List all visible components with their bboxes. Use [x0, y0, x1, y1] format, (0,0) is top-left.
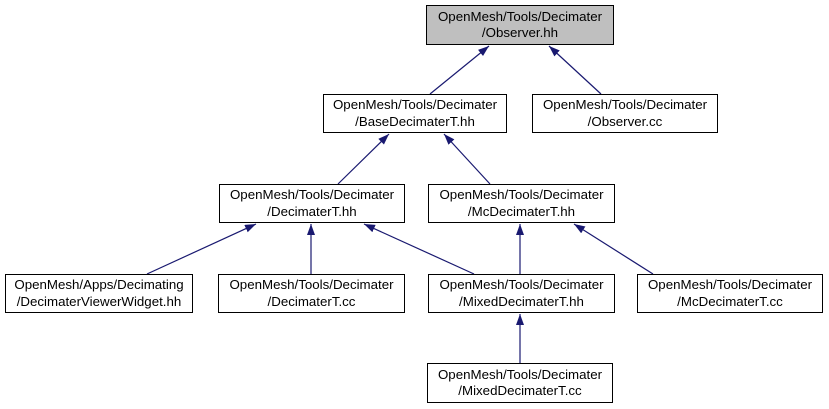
node-label-line2: /McDecimaterT.cc — [677, 293, 783, 309]
node-label-line2: /Observer.hh — [481, 25, 559, 40]
node-mcdecimatert-cc[interactable]: OpenMesh/Tools/Decimater /McDecimaterT.c… — [637, 274, 823, 313]
node-observer-hh[interactable]: OpenMesh/Tools/Decimater /Observer.hh — [426, 5, 614, 45]
node-label-line2: /McDecimaterT.hh — [467, 203, 576, 219]
node-label-line2: /MixedDecimaterT.hh — [459, 293, 584, 309]
node-label-line1: OpenMesh/Tools/Decimater — [439, 187, 604, 202]
node-mixeddecimatert-cc[interactable]: OpenMesh/Tools/Decimater /MixedDecimater… — [427, 363, 613, 403]
node-label-line2: /DecimaterT.hh — [267, 203, 357, 219]
node-decimaterviewerwidget-hh[interactable]: OpenMesh/Apps/Decimating /DecimaterViewe… — [5, 274, 193, 313]
node-observer-cc[interactable]: OpenMesh/Tools/Decimater /Observer.cc — [532, 94, 718, 133]
edge-mcdecimatert-hh-to-basedecimatert-hh — [443, 133, 491, 185]
node-decimatert-hh[interactable]: OpenMesh/Tools/Decimater /DecimaterT.hh — [219, 184, 405, 223]
edge-mixeddecimatert-hh-to-decimatert-hh — [363, 223, 475, 275]
node-decimatert-cc[interactable]: OpenMesh/Tools/Decimater /DecimaterT.cc — [218, 274, 405, 313]
edge-basedecimatert-hh-to-observer-hh — [429, 45, 490, 95]
edge-decimaterviewerwidget-hh-to-decimatert-hh — [146, 223, 257, 275]
node-label-line1: OpenMesh/Tools/Decimater — [437, 8, 603, 24]
node-label-line2: /Observer.cc — [587, 113, 663, 129]
edge-observer-cc-to-observer-hh — [548, 45, 602, 95]
edge-decimatert-hh-to-basedecimatert-hh — [337, 133, 390, 185]
node-label-line2: /DecimaterViewerWidget.hh — [16, 293, 182, 309]
node-label-line1: OpenMesh/Apps/Decimating — [14, 277, 184, 292]
node-label-line1: OpenMesh/Tools/Decimater — [332, 97, 498, 112]
node-label-line2: /BaseDecimaterT.hh — [355, 113, 475, 129]
node-label-line1: OpenMesh/Tools/Decimater — [229, 187, 395, 202]
node-basedecimatert-hh[interactable]: OpenMesh/Tools/Decimater /BaseDecimaterT… — [323, 94, 507, 133]
node-label-line1: OpenMesh/Tools/Decimater — [542, 97, 708, 112]
node-label-line2: /MixedDecimaterT.cc — [458, 383, 582, 398]
node-label-line1: OpenMesh/Tools/Decimater — [647, 277, 813, 292]
node-label-line2: /DecimaterT.cc — [267, 293, 356, 309]
node-label-line1: OpenMesh/Tools/Decimater — [437, 366, 603, 382]
node-mcdecimatert-hh[interactable]: OpenMesh/Tools/Decimater /McDecimaterT.h… — [428, 184, 615, 223]
node-mixeddecimatert-hh[interactable]: OpenMesh/Tools/Decimater /MixedDecimater… — [428, 274, 615, 313]
node-label-line1: OpenMesh/Tools/Decimater — [229, 277, 394, 292]
node-label-line1: OpenMesh/Tools/Decimater — [439, 277, 604, 292]
edge-mcdecimatert-cc-to-mcdecimatert-hh — [573, 223, 654, 275]
